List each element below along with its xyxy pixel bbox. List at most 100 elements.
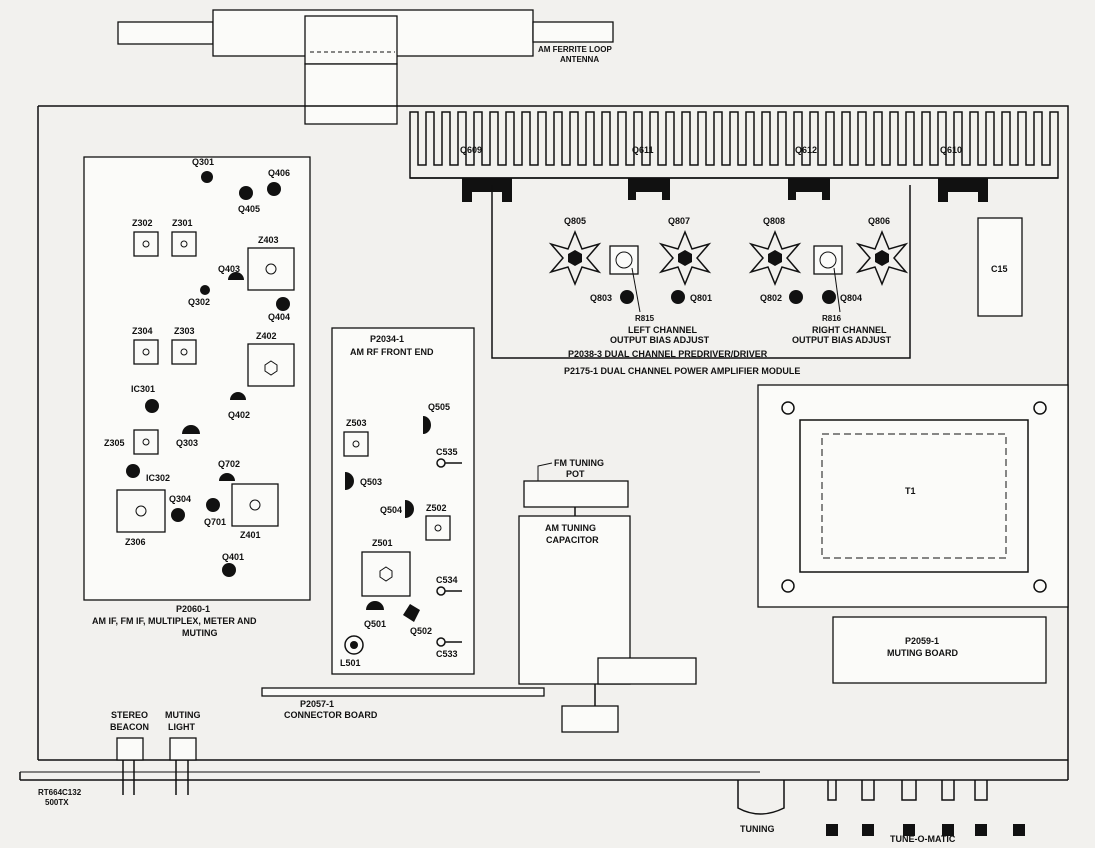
transistor-q609 (462, 178, 512, 202)
if-board-label-1: P2060-1 (176, 604, 210, 614)
capacitor-c533 (436, 637, 462, 647)
label-q611: Q611 (632, 145, 654, 155)
coil-z302 (133, 231, 159, 257)
label-q502: Q502 (410, 626, 432, 636)
label-t1: T1 (905, 486, 916, 496)
fm-pot-label-2: POT (566, 469, 585, 479)
label-z502: Z502 (426, 503, 447, 513)
label-q612: Q612 (795, 145, 817, 155)
transistor-q401 (222, 563, 236, 577)
if-board-label-2: AM IF, FM IF, MULTIPLEX, METER AND (92, 616, 257, 626)
label-z403: Z403 (258, 235, 279, 245)
am-cap-label-1: AM TUNING (545, 523, 596, 533)
label-q503: Q503 (360, 477, 382, 487)
coil-z503 (343, 431, 369, 457)
fm-pot-label-1: FM TUNING (554, 458, 604, 468)
transistor-q405 (239, 186, 253, 200)
am-rf-board (331, 327, 475, 675)
connector-board (261, 687, 545, 697)
coil-z306 (116, 489, 166, 533)
coil-z305 (133, 429, 159, 455)
label-z501: Z501 (372, 538, 393, 548)
label-q807: Q807 (668, 216, 690, 226)
right-bias-label-1: RIGHT CHANNEL (812, 325, 887, 335)
bias-pot-r816 (813, 245, 843, 275)
label-z301: Z301 (172, 218, 193, 228)
transistor-q803 (620, 290, 634, 304)
coil-z402 (247, 343, 295, 387)
capacitor-c535 (436, 458, 462, 468)
muting-light-label-1: MUTING (165, 710, 201, 720)
stereo-beacon-label-2: BEACON (110, 722, 149, 732)
label-q804: Q804 (840, 293, 862, 303)
capacitor-c15 (977, 217, 1023, 317)
transistor-q610 (938, 178, 988, 202)
label-q801: Q801 (690, 293, 712, 303)
antenna-label-line1: AM FERRITE LOOP (538, 45, 612, 54)
tune-o-matic-buttons (826, 780, 1025, 836)
transistor-q701 (206, 498, 220, 512)
transistor-q612 (788, 178, 830, 200)
label-z302: Z302 (132, 218, 153, 228)
label-q401: Q401 (222, 552, 244, 562)
label-z303: Z303 (174, 326, 195, 336)
label-z503: Z503 (346, 418, 367, 428)
stereo-beacon-label-1: STEREO (111, 710, 148, 720)
label-c535: C535 (436, 447, 458, 457)
transistor-q303 (182, 425, 200, 434)
label-r815: R815 (635, 314, 655, 323)
stereo-beacon-lamp (116, 737, 144, 761)
transistor-q403 (228, 272, 244, 280)
label-q505: Q505 (428, 402, 450, 412)
label-q802: Q802 (760, 293, 782, 303)
label-q302: Q302 (188, 297, 210, 307)
label-q808: Q808 (763, 216, 785, 226)
tuning-label: TUNING (740, 824, 775, 834)
label-q501: Q501 (364, 619, 386, 629)
label-z402: Z402 (256, 331, 277, 341)
am-tuning-capacitor (518, 515, 631, 685)
label-q701: Q701 (204, 517, 226, 527)
coil-z304 (133, 339, 159, 365)
ic-ic302 (126, 464, 140, 478)
driver-heatsink-q808 (748, 230, 802, 286)
figure-id-2: 500TX (45, 798, 69, 807)
transistor-q402 (230, 392, 246, 400)
label-q304: Q304 (169, 494, 191, 504)
left-bias-label-1: LEFT CHANNEL (628, 325, 697, 335)
inductor-l501 (344, 635, 364, 655)
coil-z303 (171, 339, 197, 365)
power-amp-label: P2175-1 DUAL CHANNEL POWER AMPLIFIER MOD… (564, 366, 800, 376)
muting-board (832, 616, 1047, 684)
driver-heatsink-q807 (658, 230, 712, 286)
figure-id-1: RT664C132 (38, 788, 82, 797)
label-c15: C15 (991, 264, 1008, 274)
coil-z301 (171, 231, 197, 257)
label-q405: Q405 (238, 204, 260, 214)
muting-light-lamp (169, 737, 197, 761)
label-c534: C534 (436, 575, 458, 585)
rf-board-label-2: AM RF FRONT END (350, 347, 434, 357)
coil-z401 (231, 483, 279, 527)
transistor-q501 (366, 601, 384, 610)
label-q303: Q303 (176, 438, 198, 448)
label-q610: Q610 (940, 145, 962, 155)
coil-z403 (247, 247, 295, 291)
transformer-t1 (757, 384, 1069, 608)
label-q803: Q803 (590, 293, 612, 303)
transistor-q301 (201, 171, 213, 183)
label-q806: Q806 (868, 216, 890, 226)
transistor-q503 (345, 472, 354, 490)
muting-light-label-2: LIGHT (168, 722, 195, 732)
label-z306: Z306 (125, 537, 146, 547)
connector-board-label-1: P2057-1 (300, 699, 334, 709)
label-r816: R816 (822, 314, 842, 323)
label-z305: Z305 (104, 438, 125, 448)
transistor-q802 (789, 290, 803, 304)
transistor-q302 (200, 285, 210, 295)
predriver-label: P2038-3 DUAL CHANNEL PREDRIVER/DRIVER (568, 349, 768, 359)
right-bias-label-2: OUTPUT BIAS ADJUST (792, 335, 892, 345)
label-q609: Q609 (460, 145, 482, 155)
transistor-q801 (671, 290, 685, 304)
